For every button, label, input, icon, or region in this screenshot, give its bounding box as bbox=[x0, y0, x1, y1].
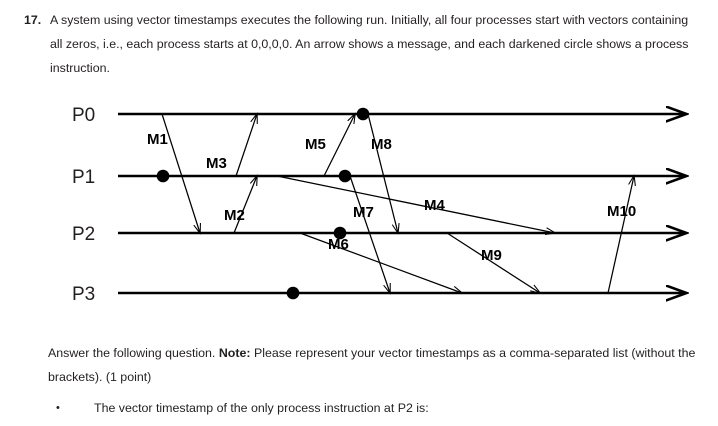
message-label-m8: M8 bbox=[371, 136, 392, 153]
message-arrow-m10 bbox=[607, 176, 634, 294]
message-label-m2: M2 bbox=[224, 207, 245, 224]
message-label-m1: M1 bbox=[147, 131, 168, 148]
message-arrow-m3 bbox=[235, 114, 257, 177]
instruction-dot-p3-1 bbox=[286, 286, 300, 300]
message-label-m10: M10 bbox=[607, 203, 636, 220]
message-arrow-m5 bbox=[323, 114, 355, 177]
message-arrows bbox=[161, 113, 634, 294]
message-label-m5: M5 bbox=[305, 136, 326, 153]
note-text: Please represent your vector timestamps … bbox=[48, 346, 696, 384]
instruction-dot-p2-4 bbox=[333, 226, 347, 240]
message-label-m3: M3 bbox=[206, 155, 227, 172]
message-arrow-m8 bbox=[367, 113, 398, 233]
note-label: Note: bbox=[218, 346, 251, 360]
instruction-dot-p1-2 bbox=[338, 169, 352, 183]
process-timelines bbox=[118, 114, 685, 293]
process-label-p2: P2 bbox=[72, 224, 95, 245]
question-bullet: • The vector timestamp of the only proce… bbox=[48, 398, 708, 418]
instruction-dot-p1-0 bbox=[156, 169, 170, 183]
message-arrow-m9 bbox=[446, 232, 540, 293]
answer-intro: Answer the following question. bbox=[48, 346, 219, 360]
message-arrow-m2 bbox=[233, 176, 257, 234]
bullet-question-text: The vector timestamp of the only process… bbox=[94, 401, 429, 415]
message-label-m4: M4 bbox=[424, 197, 445, 214]
process-label-p3: P3 bbox=[72, 284, 95, 305]
message-label-m9: M9 bbox=[481, 247, 502, 264]
message-arrow-m4 bbox=[276, 175, 555, 233]
question-block: 17. A system using vector timestamps exe… bbox=[24, 8, 704, 80]
message-label-m7: M7 bbox=[353, 204, 374, 221]
message-label-m6: M6 bbox=[328, 236, 349, 253]
instruction-dots bbox=[156, 107, 370, 300]
bullet-marker-icon: • bbox=[56, 402, 60, 414]
process-label-p1: P1 bbox=[72, 167, 95, 188]
instruction-dot-p0-3 bbox=[356, 107, 370, 121]
message-arrow-m1 bbox=[161, 113, 200, 233]
answer-instructions: Answer the following question. Note: Ple… bbox=[48, 341, 708, 389]
process-label-p0: P0 bbox=[72, 105, 95, 126]
message-arrow-m6 bbox=[299, 232, 462, 293]
question-number: 17. bbox=[24, 13, 42, 27]
question-text: A system using vector timestamps execute… bbox=[50, 13, 689, 75]
message-arrow-m7 bbox=[349, 175, 390, 293]
